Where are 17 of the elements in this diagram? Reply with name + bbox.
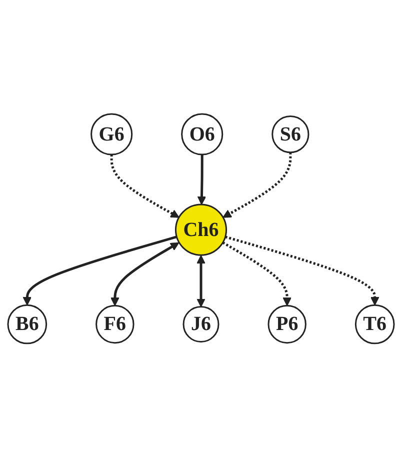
- arrow: [222, 241, 292, 306]
- node-circle: B6: [7, 304, 48, 344]
- arrow: [224, 235, 380, 306]
- arrow: [197, 154, 206, 205]
- node-circle: O6: [181, 113, 224, 156]
- arrow: [196, 254, 206, 307]
- node-circle: Ch6: [174, 204, 228, 256]
- node-circle: F6: [96, 304, 134, 344]
- arrow: [110, 242, 180, 306]
- node-circle: T6: [354, 304, 395, 344]
- node-circle: J6: [182, 306, 220, 342]
- node-circle: S6: [272, 115, 310, 153]
- node-circle: P6: [268, 304, 306, 344]
- arrow: [222, 152, 292, 218]
- arrow: [110, 154, 180, 218]
- arrow: [22, 235, 178, 306]
- node-circle: G6: [90, 113, 133, 156]
